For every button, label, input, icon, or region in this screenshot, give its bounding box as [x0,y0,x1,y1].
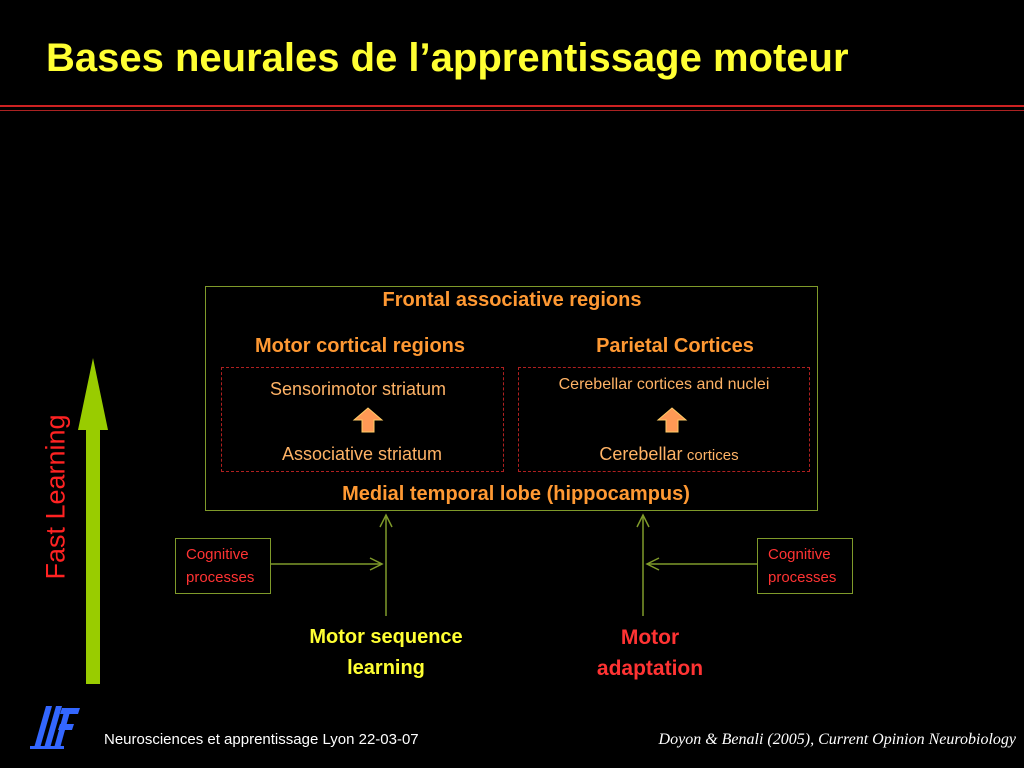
medial-temporal-label: Medial temporal lobe (hippocampus) [342,483,690,505]
sequence-arrowhead [379,513,393,528]
slide-title: Bases neurales de l’apprentissage moteur [46,36,849,80]
motor-adaptation-label: Motor adaptation [597,622,703,684]
cognitive-right-line2: processes [768,569,837,586]
cognitive-right-line1: Cognitive [768,546,831,563]
footer-event: Neurosciences et apprentissage Lyon 22-0… [104,731,419,748]
adaptation-arrowhead [636,513,650,528]
frontal-associative-label: Frontal associative regions [382,289,642,311]
title-rule-thin [0,110,1024,111]
cognitive-left-line1: Cognitive [186,546,249,563]
cognitive-processes-right: Cognitive processes [757,538,853,594]
lif-logo [30,706,80,749]
footer-citation: Doyon & Benali (2005), Current Opinion N… [658,731,1016,748]
striatum-box [221,367,504,472]
parietal-label: Parietal Cortices [596,335,754,357]
associative-striatum-label: Associative striatum [281,444,443,464]
up-arrow-icon [352,407,384,433]
cerebellar-sub-text: cortices [686,447,739,464]
brain-regions-box [205,286,818,511]
motor-sequence-line2: learning [347,657,425,679]
up-arrow-icon [656,407,688,433]
cognitive-left-arrowhead [369,557,384,571]
motor-sequence-line1: Motor sequence [309,626,463,648]
motor-adaptation-line2: adaptation [596,657,704,680]
motor-cortical-label: Motor cortical regions [254,335,466,357]
cerebellum-box [518,367,810,472]
motor-adaptation-line1: Motor [620,626,680,649]
cognitive-processes-left: Cognitive processes [175,538,271,594]
motor-sequence-learning-label: Motor sequence learning [309,622,462,684]
title-rule [0,105,1024,107]
cognitive-left-line2: processes [186,569,255,586]
cognitive-right-arrowhead [645,557,660,571]
cerebellar-cortices-nuclei-label: Cerebellar cortices and nuclei [558,376,770,393]
cerebellar-cortices-label: Cerebellar cortices [599,444,738,465]
cerebellar-main-text: Cerebellar [599,444,683,464]
fast-learning-label: Fast Learning [40,414,71,580]
sensorimotor-striatum-label: Sensorimotor striatum [269,379,447,399]
fast-learning-arrow [78,358,108,684]
